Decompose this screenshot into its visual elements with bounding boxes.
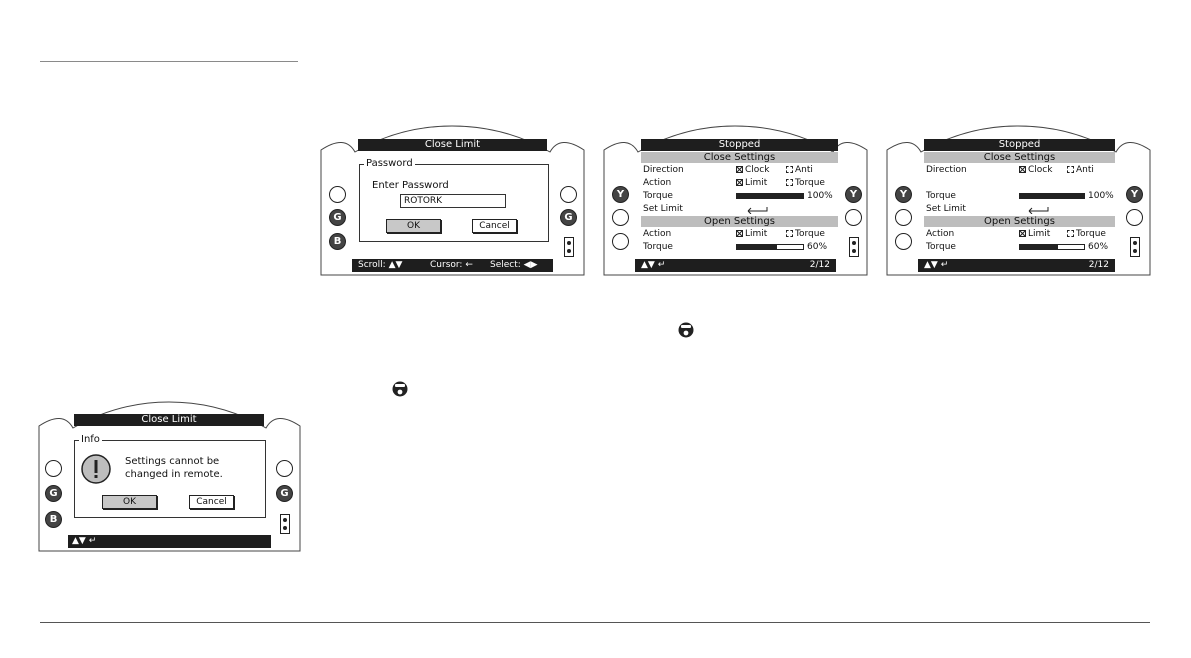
left-button-top[interactable]: [329, 186, 346, 203]
selector-knob-icon[interactable]: [849, 237, 859, 257]
left-button-bottom[interactable]: [895, 233, 912, 250]
torque-checkbox[interactable]: [786, 230, 793, 237]
right-button-y[interactable]: Y: [845, 186, 862, 203]
screen-title: Stopped: [924, 139, 1115, 151]
screen-title: Close Limit: [358, 139, 547, 151]
panel-legend: Password: [364, 158, 415, 170]
device-screen-info: Close Limit Info Settings cannot be chan…: [38, 400, 301, 552]
password-prompt: Enter Password: [372, 180, 449, 191]
info-message-line2: changed in remote.: [125, 469, 223, 480]
status-bar: ▲▼ ↵ 2/12: [918, 259, 1115, 272]
limit-checkbox[interactable]: [736, 230, 743, 237]
right-button-top[interactable]: [560, 186, 577, 203]
left-button-middle[interactable]: [612, 209, 629, 226]
open-settings-header: Open Settings: [641, 216, 838, 227]
screen-title: Stopped: [641, 139, 838, 151]
left-button-g[interactable]: G: [329, 209, 346, 226]
device-screen-settings-torque: Stopped Close Settings Direction Clock A…: [886, 124, 1151, 276]
left-button-middle[interactable]: [895, 209, 912, 226]
anti-checkbox[interactable]: [1067, 166, 1074, 173]
status-nav: ▲▼ ↵: [641, 260, 666, 270]
cancel-button[interactable]: Cancel: [189, 495, 234, 509]
selector-knob-icon[interactable]: [280, 514, 290, 534]
limit-checkbox[interactable]: [736, 179, 743, 186]
right-button-middle[interactable]: [845, 209, 862, 226]
right-button-g[interactable]: G: [560, 209, 577, 226]
close-torque-bar: [1019, 193, 1085, 199]
status-bar: ▲▼ ↵: [68, 535, 271, 548]
left-button-y[interactable]: Y: [612, 186, 629, 203]
enter-arrow-icon: [747, 207, 768, 214]
device-screen-password: Close Limit Password Enter Password ROTO…: [320, 124, 585, 276]
torque-checkbox[interactable]: [1067, 230, 1074, 237]
page-indicator: 2/12: [1088, 260, 1109, 270]
status-bar: Scroll: ▲▼ Cursor: ← Select: ◀▶: [352, 259, 553, 272]
enter-arrow-icon: [1028, 207, 1049, 214]
right-button-middle[interactable]: [1126, 209, 1143, 226]
close-settings-header: Close Settings: [924, 152, 1115, 163]
open-torque-bar: [1019, 244, 1085, 250]
info-message-line1: Settings cannot be: [125, 456, 220, 467]
password-input[interactable]: ROTORK: [400, 194, 506, 208]
setting-tool-key-icon: [392, 381, 408, 397]
display-bezel: [886, 125, 1151, 276]
left-button-bottom[interactable]: [612, 233, 629, 250]
clock-checkbox[interactable]: [1019, 166, 1026, 173]
open-torque-bar: [736, 244, 804, 250]
torque-checkbox[interactable]: [1067, 179, 1074, 186]
status-select: Select: ◀▶: [490, 260, 538, 270]
status-nav: ▲▼ ↵: [72, 536, 97, 546]
status-cursor: Cursor: ←: [430, 260, 473, 270]
anti-checkbox[interactable]: [786, 166, 793, 173]
device-screen-settings-action: Stopped Close Settings Direction Clock A…: [603, 124, 868, 276]
left-button-b[interactable]: B: [329, 233, 346, 250]
ok-button[interactable]: OK: [386, 219, 441, 233]
left-button-g[interactable]: G: [45, 485, 62, 502]
setting-tool-key-icon: [678, 322, 694, 338]
page-indicator: 2/12: [809, 260, 830, 270]
limit-checkbox[interactable]: [1019, 179, 1026, 186]
ok-button[interactable]: OK: [102, 495, 157, 509]
limit-checkbox[interactable]: [1019, 230, 1026, 237]
top-divider: [40, 61, 298, 62]
left-button-b[interactable]: B: [45, 511, 62, 528]
cancel-button[interactable]: Cancel: [472, 219, 517, 233]
status-bar: ▲▼ ↵ 2/12: [635, 259, 836, 272]
right-button-y[interactable]: Y: [1126, 186, 1143, 203]
left-button-top[interactable]: [45, 460, 62, 477]
screen-title: Close Limit: [74, 414, 264, 426]
selector-knob-icon[interactable]: [1130, 237, 1140, 257]
clock-checkbox[interactable]: [736, 166, 743, 173]
panel-legend: Info: [79, 434, 102, 446]
footer-divider: [40, 622, 1150, 623]
torque-checkbox[interactable]: [786, 179, 793, 186]
left-button-y[interactable]: Y: [895, 186, 912, 203]
status-scroll: Scroll: ▲▼: [358, 260, 403, 270]
status-nav: ▲▼ ↵: [924, 260, 949, 270]
open-settings-header: Open Settings: [924, 216, 1115, 227]
close-settings-header: Close Settings: [641, 152, 838, 163]
right-button-g[interactable]: G: [276, 485, 293, 502]
selector-knob-icon[interactable]: [564, 237, 574, 257]
right-button-top[interactable]: [276, 460, 293, 477]
display-bezel: [603, 125, 868, 276]
exclamation-icon: [81, 454, 111, 484]
close-torque-bar: [736, 193, 804, 199]
